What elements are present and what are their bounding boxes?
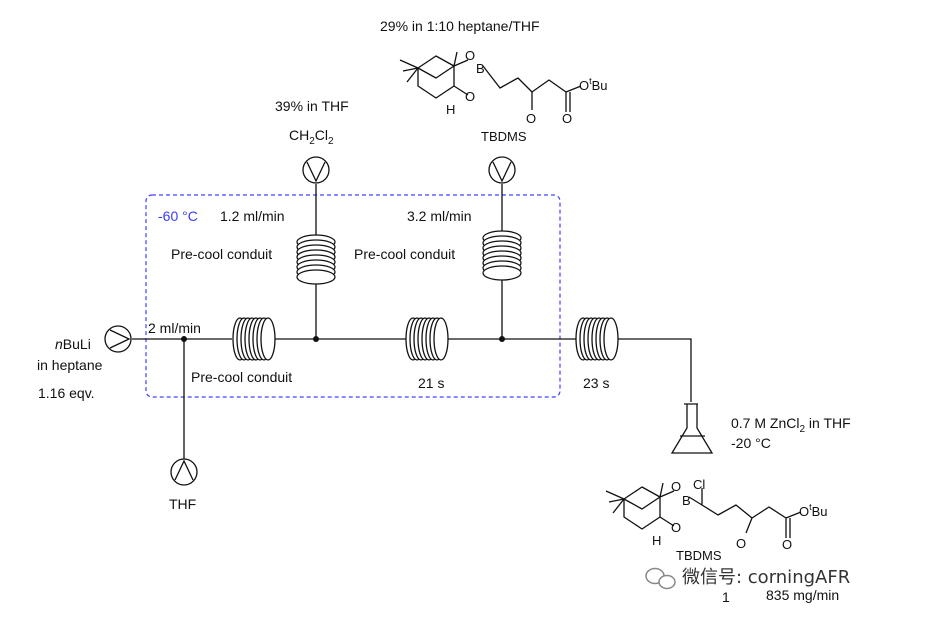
svg-text:O: O: [671, 479, 681, 494]
boronate-conc-label: 29% in 1:10 heptane/THF: [380, 18, 540, 34]
residence-time-21s: 21 s: [418, 375, 444, 391]
residence-time-23s: 23 s: [583, 375, 609, 391]
precool-coil-1: [232, 317, 276, 361]
residence-coil-23s: [575, 317, 619, 361]
collection-flask-icon: [670, 403, 714, 454]
nbuli-label: nBuLi: [55, 336, 91, 352]
ch2cl2-conc-label: 39% in THF: [275, 98, 349, 114]
svg-text:O: O: [465, 48, 475, 63]
residence-coil-21s: [405, 317, 449, 361]
svg-text:O: O: [671, 520, 681, 535]
boronate-structure: O B O H O TBDMS O OtBu: [399, 48, 608, 144]
quench-temp-label: -20 °C: [731, 435, 771, 451]
svg-text:OtBu: OtBu: [799, 502, 828, 519]
precool-label-3: Pre-cool conduit: [354, 246, 455, 262]
pump-thf-icon: [170, 458, 198, 486]
svg-text:O: O: [465, 89, 475, 104]
pump-nbuli-icon: [104, 325, 132, 353]
pump-boronate-icon: [488, 156, 516, 184]
junction-dot-ch2cl2: [313, 336, 319, 342]
svg-text:Cl: Cl: [693, 477, 705, 492]
precool-label-1: Pre-cool conduit: [191, 369, 292, 385]
svg-text:B: B: [682, 493, 691, 508]
nbuli-flow-label: 2 ml/min: [148, 320, 201, 336]
junction-dot-thf: [181, 336, 187, 342]
quench-reagent-label: 0.7 M ZnCl2 in THF: [731, 415, 851, 435]
line-to-flask: [614, 338, 692, 402]
bath-temperature-label: -60 °C: [158, 208, 198, 224]
svg-text:B: B: [476, 61, 485, 76]
pump-ch2cl2-icon: [302, 156, 330, 184]
junction-dot-boronate: [499, 336, 505, 342]
product-number: 1: [722, 589, 730, 605]
svg-text:O: O: [562, 111, 572, 126]
svg-text:O: O: [526, 111, 536, 126]
wechat-icon: [645, 567, 676, 590]
coil-ring: [433, 317, 449, 361]
coil-ring: [296, 269, 336, 285]
boronate-flow-label: 3.2 ml/min: [407, 208, 472, 224]
coil-ring: [603, 317, 619, 361]
watermark-text: 微信号: corningAFR: [682, 567, 850, 588]
nbuli-solvent-label: in heptane: [37, 357, 103, 373]
ch2cl2-formula: CH2Cl2: [289, 127, 334, 147]
svg-text:OtBu: OtBu: [579, 76, 608, 93]
product-rate-label: 835 mg/min: [766, 587, 839, 603]
ch2cl2-flow-label: 1.2 ml/min: [220, 208, 285, 224]
svg-text:H: H: [446, 102, 455, 117]
precool-coil-ch2cl2: [296, 234, 336, 285]
svg-text:O: O: [736, 536, 746, 551]
svg-text:TBDMS: TBDMS: [676, 548, 722, 563]
coil-ring: [260, 317, 276, 361]
product-structure: O B O H Cl O TBDMS O OtBu: [605, 477, 828, 563]
svg-text:H: H: [652, 533, 661, 548]
nbuli-equiv-label: 1.16 eqv.: [38, 385, 95, 401]
svg-text:O: O: [782, 537, 792, 552]
coil-ring: [482, 265, 522, 281]
precool-coil-boronate: [482, 230, 522, 281]
cooling-bath-box: [145, 194, 561, 398]
svg-text:TBDMS: TBDMS: [481, 129, 527, 144]
thf-label: THF: [169, 496, 196, 512]
precool-label-2: Pre-cool conduit: [171, 246, 272, 262]
